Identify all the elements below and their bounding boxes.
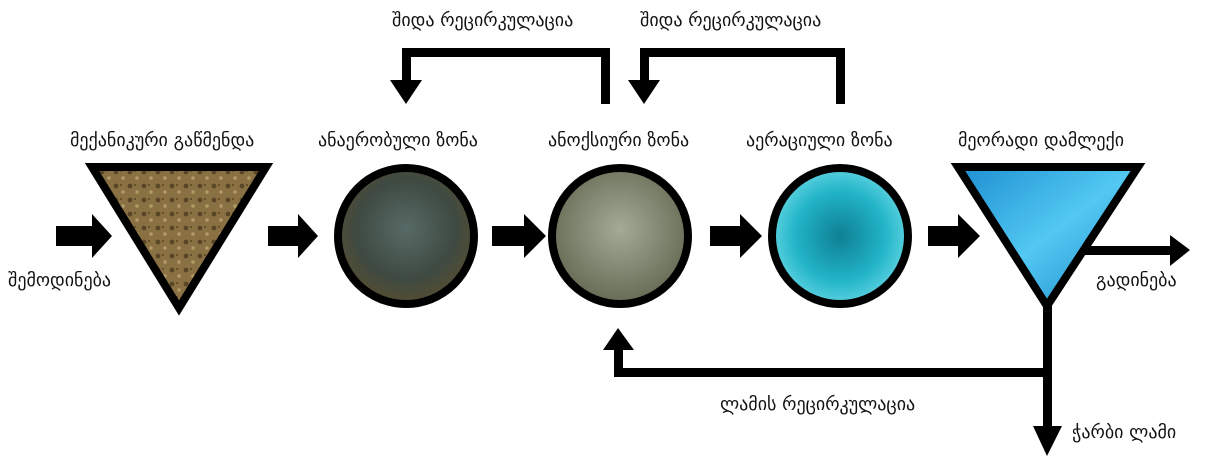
arrow-mechanical-to-anaerobic [268, 214, 318, 258]
arrow-aerobic-to-secondary [928, 214, 980, 258]
arrow-anaerobic-to-anoxic [492, 214, 546, 258]
arrow-anoxic-to-aerobic [710, 214, 762, 258]
anaerobic-zone-circle [338, 168, 474, 304]
aerobic-zone-label: აერაციული ზონა [746, 132, 893, 150]
anoxic-zone-label: ანოქსიური ზონა [548, 132, 689, 150]
outflow-arrow [1084, 235, 1190, 266]
internal-recirculation-label-2: შიდა რეცირკულაცია [640, 12, 821, 30]
mechanical-treatment-label: მექანიკური გაწმენდა [70, 132, 254, 150]
inflow-arrow [56, 214, 112, 258]
secondary-clarifier-label: მეორადი დამლექი [958, 132, 1124, 150]
internal-recirculation-label-1: შიდა რეცირკულაცია [392, 12, 573, 30]
inflow-label: შემოდინება [8, 272, 111, 290]
outflow-label: გადინება [1096, 272, 1177, 290]
internal-recirculation-arrow-1 [390, 48, 610, 104]
sludge-line [1033, 304, 1062, 456]
mechanical-treatment-triangle [92, 167, 266, 308]
aerobic-zone-circle [772, 168, 908, 304]
sludge-recirculation-arrow [603, 328, 1052, 377]
internal-recirculation-arrow-2 [628, 48, 845, 104]
anaerobic-zone-label: ანაერობული ზონა [318, 132, 478, 150]
sludge-recirculation-label: ლამის რეცირკულაცია [720, 396, 915, 414]
excess-sludge-label: ჭარბი ლამი [1072, 424, 1176, 442]
anoxic-zone-circle [552, 168, 688, 304]
